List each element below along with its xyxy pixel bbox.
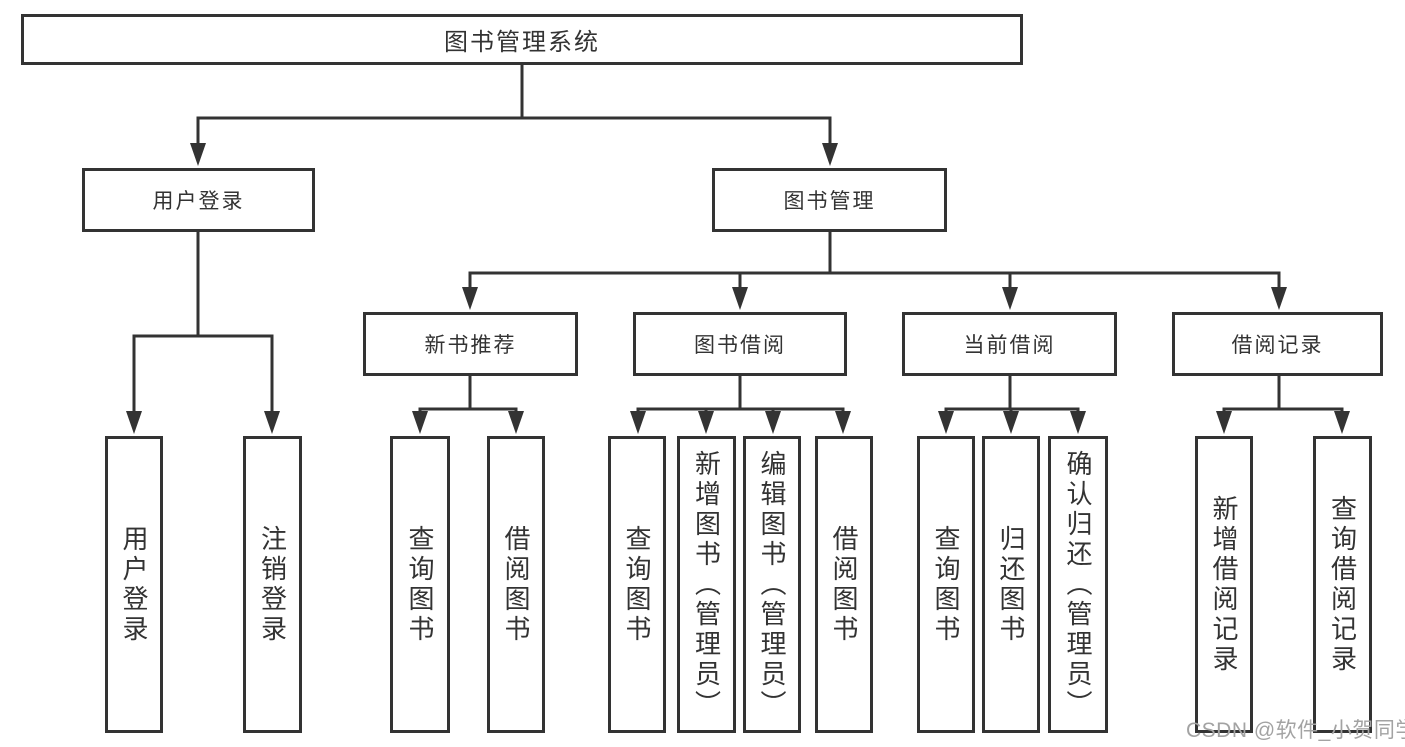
leaf-label: 新增借阅记录	[1209, 494, 1239, 675]
leaf-user-login: 用户登录	[105, 436, 163, 733]
leaf-label: 借阅图书	[501, 524, 531, 645]
leaf-current-return-books: 归还图书	[982, 436, 1040, 733]
leaf-label: 确认归还（管理员）	[1063, 449, 1093, 720]
leaf-label: 借阅图书	[829, 524, 859, 645]
csdn-watermark: CSDN @软件_小贺同学	[1186, 719, 1405, 742]
leaf-borrow-query-books: 查询图书	[608, 436, 666, 733]
node-new-book-recommend: 新书推荐	[363, 312, 578, 376]
leaf-current-query-books: 查询图书	[917, 436, 975, 733]
leaf-records-query-record: 查询借阅记录	[1313, 436, 1372, 733]
node-book-management: 图书管理	[712, 168, 947, 232]
leaf-logout: 注销登录	[243, 436, 302, 733]
leaf-label: 注销登录	[257, 524, 288, 645]
leaf-label: 新增图书（管理员）	[691, 449, 722, 720]
leaf-records-add-record: 新增借阅记录	[1195, 436, 1253, 733]
leaf-newbooks-borrow-books: 借阅图书	[487, 436, 545, 733]
node-user-login: 用户登录	[82, 168, 315, 232]
leaf-label: 查询借阅记录	[1327, 494, 1358, 675]
leaf-label: 编辑图书（管理员）	[757, 449, 787, 720]
node-borrow-records: 借阅记录	[1172, 312, 1383, 376]
leaf-newbooks-query-books: 查询图书	[390, 436, 450, 733]
leaf-current-confirm-return-admin: 确认归还（管理员）	[1048, 436, 1108, 733]
leaf-borrow-add-books-admin: 新增图书（管理员）	[677, 436, 736, 733]
leaf-borrow-borrow-books: 借阅图书	[815, 436, 873, 733]
leaf-borrow-edit-books-admin: 编辑图书（管理员）	[743, 436, 801, 733]
leaf-label: 查询图书	[931, 524, 961, 645]
leaf-label: 归还图书	[996, 524, 1026, 645]
node-library-management-system: 图书管理系统	[21, 14, 1023, 65]
leaf-label: 用户登录	[119, 524, 149, 645]
node-book-borrow: 图书借阅	[633, 312, 847, 376]
leaf-label: 查询图书	[405, 524, 435, 645]
node-current-borrow: 当前借阅	[902, 312, 1117, 376]
leaf-label: 查询图书	[622, 524, 652, 645]
